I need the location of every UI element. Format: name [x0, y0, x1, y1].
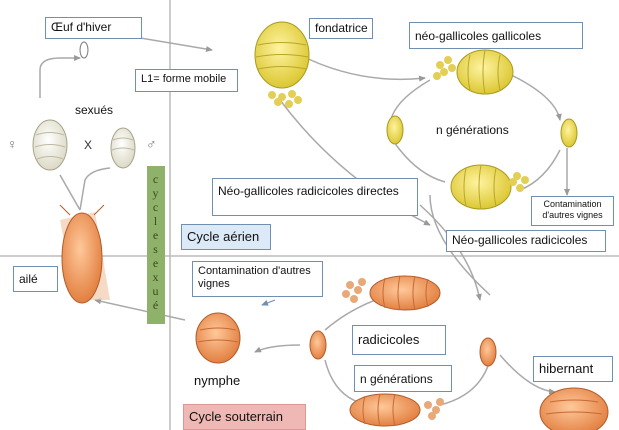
label-l1-forme-mobile: L1= forme mobile	[135, 69, 238, 92]
gallicole-insect-bottom	[451, 165, 529, 209]
winged-insect	[60, 205, 110, 303]
label-neo-gallicoles-gallicoles: néo-gallicoles gallicoles	[409, 22, 583, 49]
label-contamination-top: Contamination d'autres vignes	[531, 196, 614, 226]
label-cycle-souterrain: Cycle souterrain	[183, 404, 306, 430]
label-hibernant: hibernant	[533, 356, 613, 382]
male-sexual-insect	[111, 128, 135, 168]
label-oeuf-hiver: Œuf d'hiver	[45, 17, 142, 39]
label-n-generations-bottom: n générations	[354, 365, 452, 392]
radicicole-insect-bottom	[350, 394, 444, 426]
label-radicicoles: radicicoles	[352, 325, 446, 355]
label-contamination-bottom: Contamination d'autres vignes	[192, 261, 323, 297]
label-n-generations-top: n générations	[430, 116, 528, 143]
label-cycle-aerien: Cycle aérien	[181, 224, 271, 250]
fondatrice-insect	[255, 22, 309, 108]
radicicole-insect-right-small	[480, 338, 496, 366]
radicicole-insect-left-small	[310, 331, 326, 359]
radicicole-insect-top	[342, 276, 440, 310]
label-sexues: sexués	[69, 100, 126, 122]
winter-egg	[80, 42, 88, 58]
label-aile: ailé	[13, 266, 58, 292]
label-fondatrice: fondatrice	[309, 18, 373, 39]
gallicole-insect-left-small	[387, 116, 403, 144]
label-nymphe: nymphe	[188, 366, 272, 394]
label-neo-gallicoles-radicicoles: Néo-gallicoles radicicoles	[446, 230, 606, 252]
female-symbol: ♀	[7, 136, 18, 152]
hibernating-insect	[540, 388, 608, 430]
contamination-arrow	[262, 300, 275, 305]
nymph-insect	[196, 313, 240, 363]
gallicole-insect-right-small	[561, 119, 577, 147]
gallicole-insect-top	[433, 50, 513, 94]
label-neo-gallicoles-radicicoles-directes: Néo-gallicoles radicicoles directes	[212, 178, 418, 216]
female-sexual-insect	[33, 120, 67, 170]
male-symbol: ♂	[146, 136, 157, 152]
cross-sign: X	[84, 138, 92, 152]
